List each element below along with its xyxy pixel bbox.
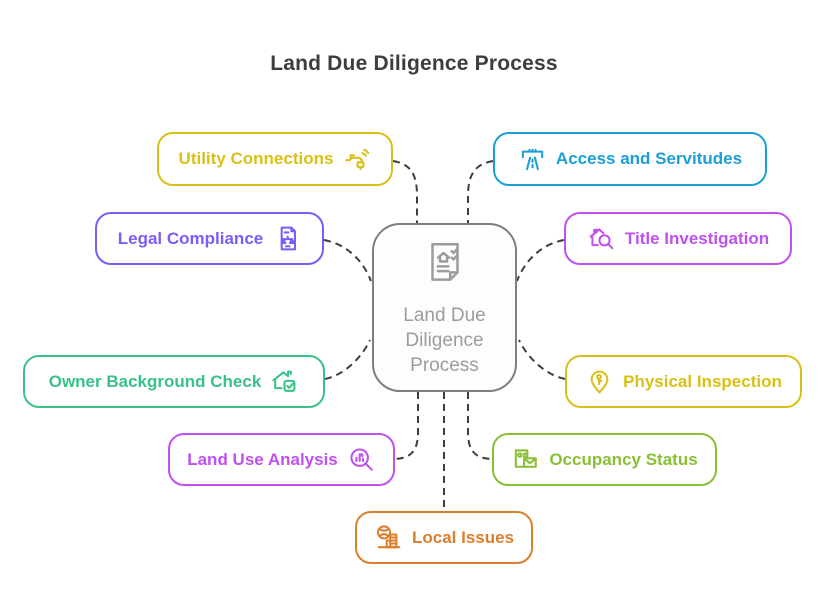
node-label: Title Investigation [624,228,770,248]
node-title-investigation: Title Investigation [564,212,792,265]
highway-icon [518,145,547,174]
node-label: Physical Inspection [623,371,782,391]
node-owner-background-check: Owner Background Check [23,355,325,408]
map-pin-person-icon [585,367,614,396]
faucet-signal-icon [342,145,371,174]
connector-owner [324,339,371,380]
connector-occupancy [467,392,492,460]
node-utility-connections: Utility Connections [157,132,393,186]
center-node: Land Due Diligence Process [372,223,517,392]
node-label: Utility Connections [178,149,334,168]
connector-access [467,160,494,223]
house-magnifier-icon [587,224,616,253]
node-land-use-analysis: Land Use Analysis [168,433,395,486]
center-node-label: Land Due Diligence Process [403,304,486,376]
node-label: Land Use Analysis [187,449,338,469]
node-physical-inspection: Physical Inspection [565,355,802,408]
connector-title-investigation [516,239,565,282]
node-label: Occupancy Status [549,449,698,469]
node-label: Owner Background Check [48,371,262,391]
node-access-and-servitudes: Access and Servitudes [493,132,767,186]
node-occupancy-status: Occupancy Status [492,433,717,486]
node-legal-compliance: Legal Compliance [95,212,324,265]
node-local-issues: Local Issues [355,511,533,564]
globe-building-icon [374,523,403,552]
connector-legal [323,239,372,282]
connector-physical [518,339,566,380]
house-checkbox-icon [270,367,299,396]
connector-utility [392,160,418,223]
node-label: Local Issues [411,527,515,547]
building-mail-icon [511,445,540,474]
node-label: Access and Servitudes [555,149,743,168]
node-label: Legal Compliance [117,228,264,248]
page-title: Land Due Diligence Process [270,52,558,75]
connector-land-use [394,392,419,460]
document-house-check-icon [420,238,470,293]
chart-magnifier-icon [347,445,376,474]
document-scales-icon [272,224,301,253]
